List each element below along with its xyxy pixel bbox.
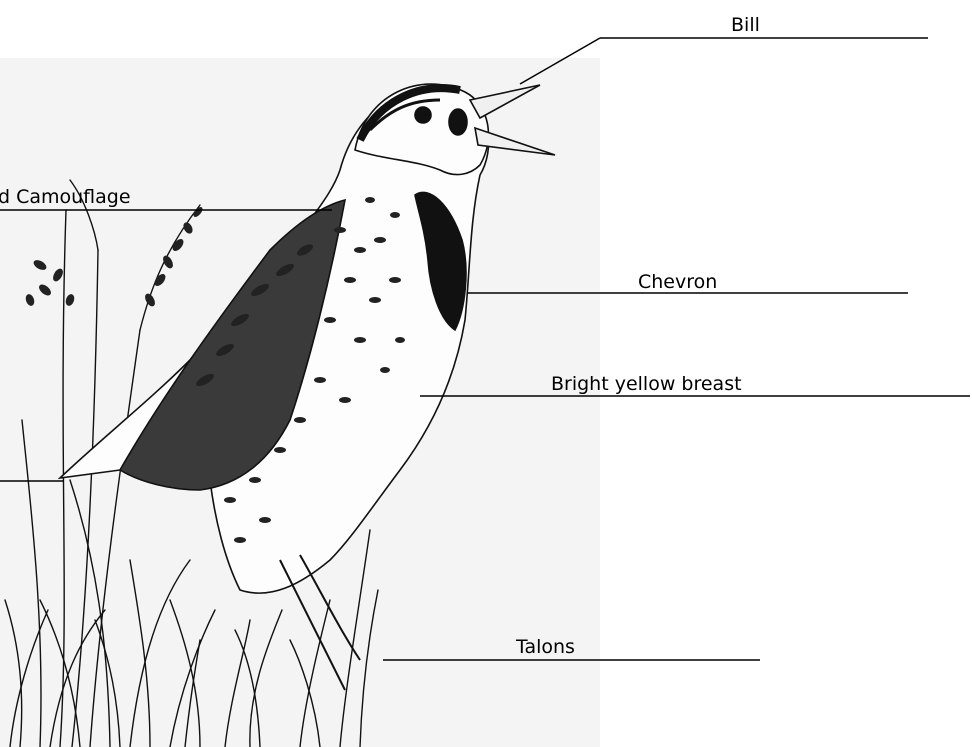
label-talons: Talons bbox=[516, 638, 575, 657]
label-camouflage: d Camouflage bbox=[0, 188, 131, 207]
label-breast: Bright yellow breast bbox=[551, 375, 742, 394]
label-bill: Bill bbox=[731, 16, 760, 35]
label-chevron: Chevron bbox=[638, 273, 717, 292]
